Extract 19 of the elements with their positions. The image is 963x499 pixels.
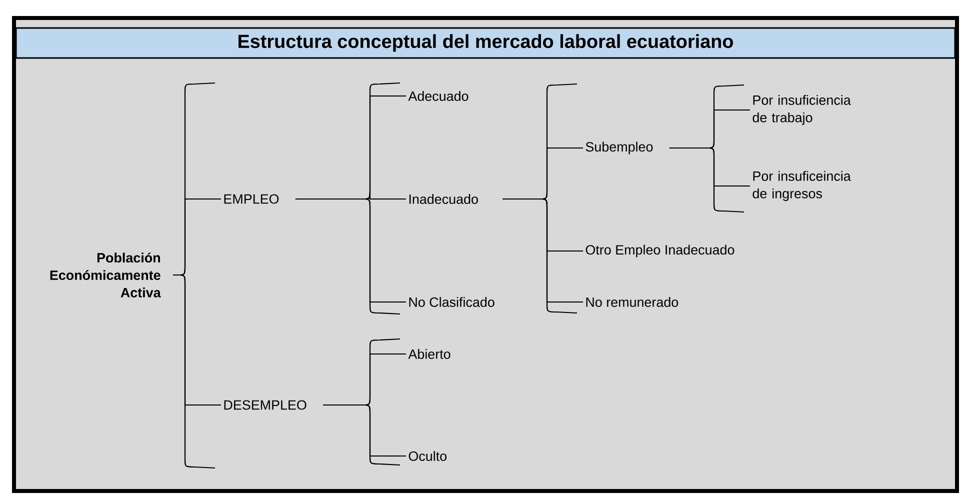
category-label: Por insuficiencia de trabajo bbox=[752, 95, 851, 125]
category-label: EMPLEO bbox=[224, 194, 279, 204]
category-label: Por insuficeincia de ingresos bbox=[752, 171, 851, 201]
connector-line bbox=[295, 198, 406, 303]
category-label: DESEMPLEO bbox=[224, 400, 306, 410]
category-label: No Clasificado bbox=[409, 297, 494, 307]
category-label: Oculto bbox=[408, 451, 447, 461]
connector-line bbox=[669, 147, 750, 187]
category-label: No remunerado bbox=[586, 297, 678, 307]
connector-line bbox=[502, 198, 583, 303]
category-label: Otro Empleo Inadecuado bbox=[586, 244, 734, 258]
category-label: Abierto bbox=[408, 349, 450, 359]
category-label: Población Económicamente Activa bbox=[50, 252, 161, 298]
connector-line bbox=[173, 274, 221, 406]
connector-line bbox=[323, 404, 406, 457]
category-label: Adecuado bbox=[408, 91, 468, 101]
category-label: Subempleo bbox=[586, 142, 653, 154]
category-label: Inadecuado bbox=[409, 194, 478, 204]
title-band: Estructura conceptual del mercado laboral ecuatoriano bbox=[15, 27, 956, 59]
